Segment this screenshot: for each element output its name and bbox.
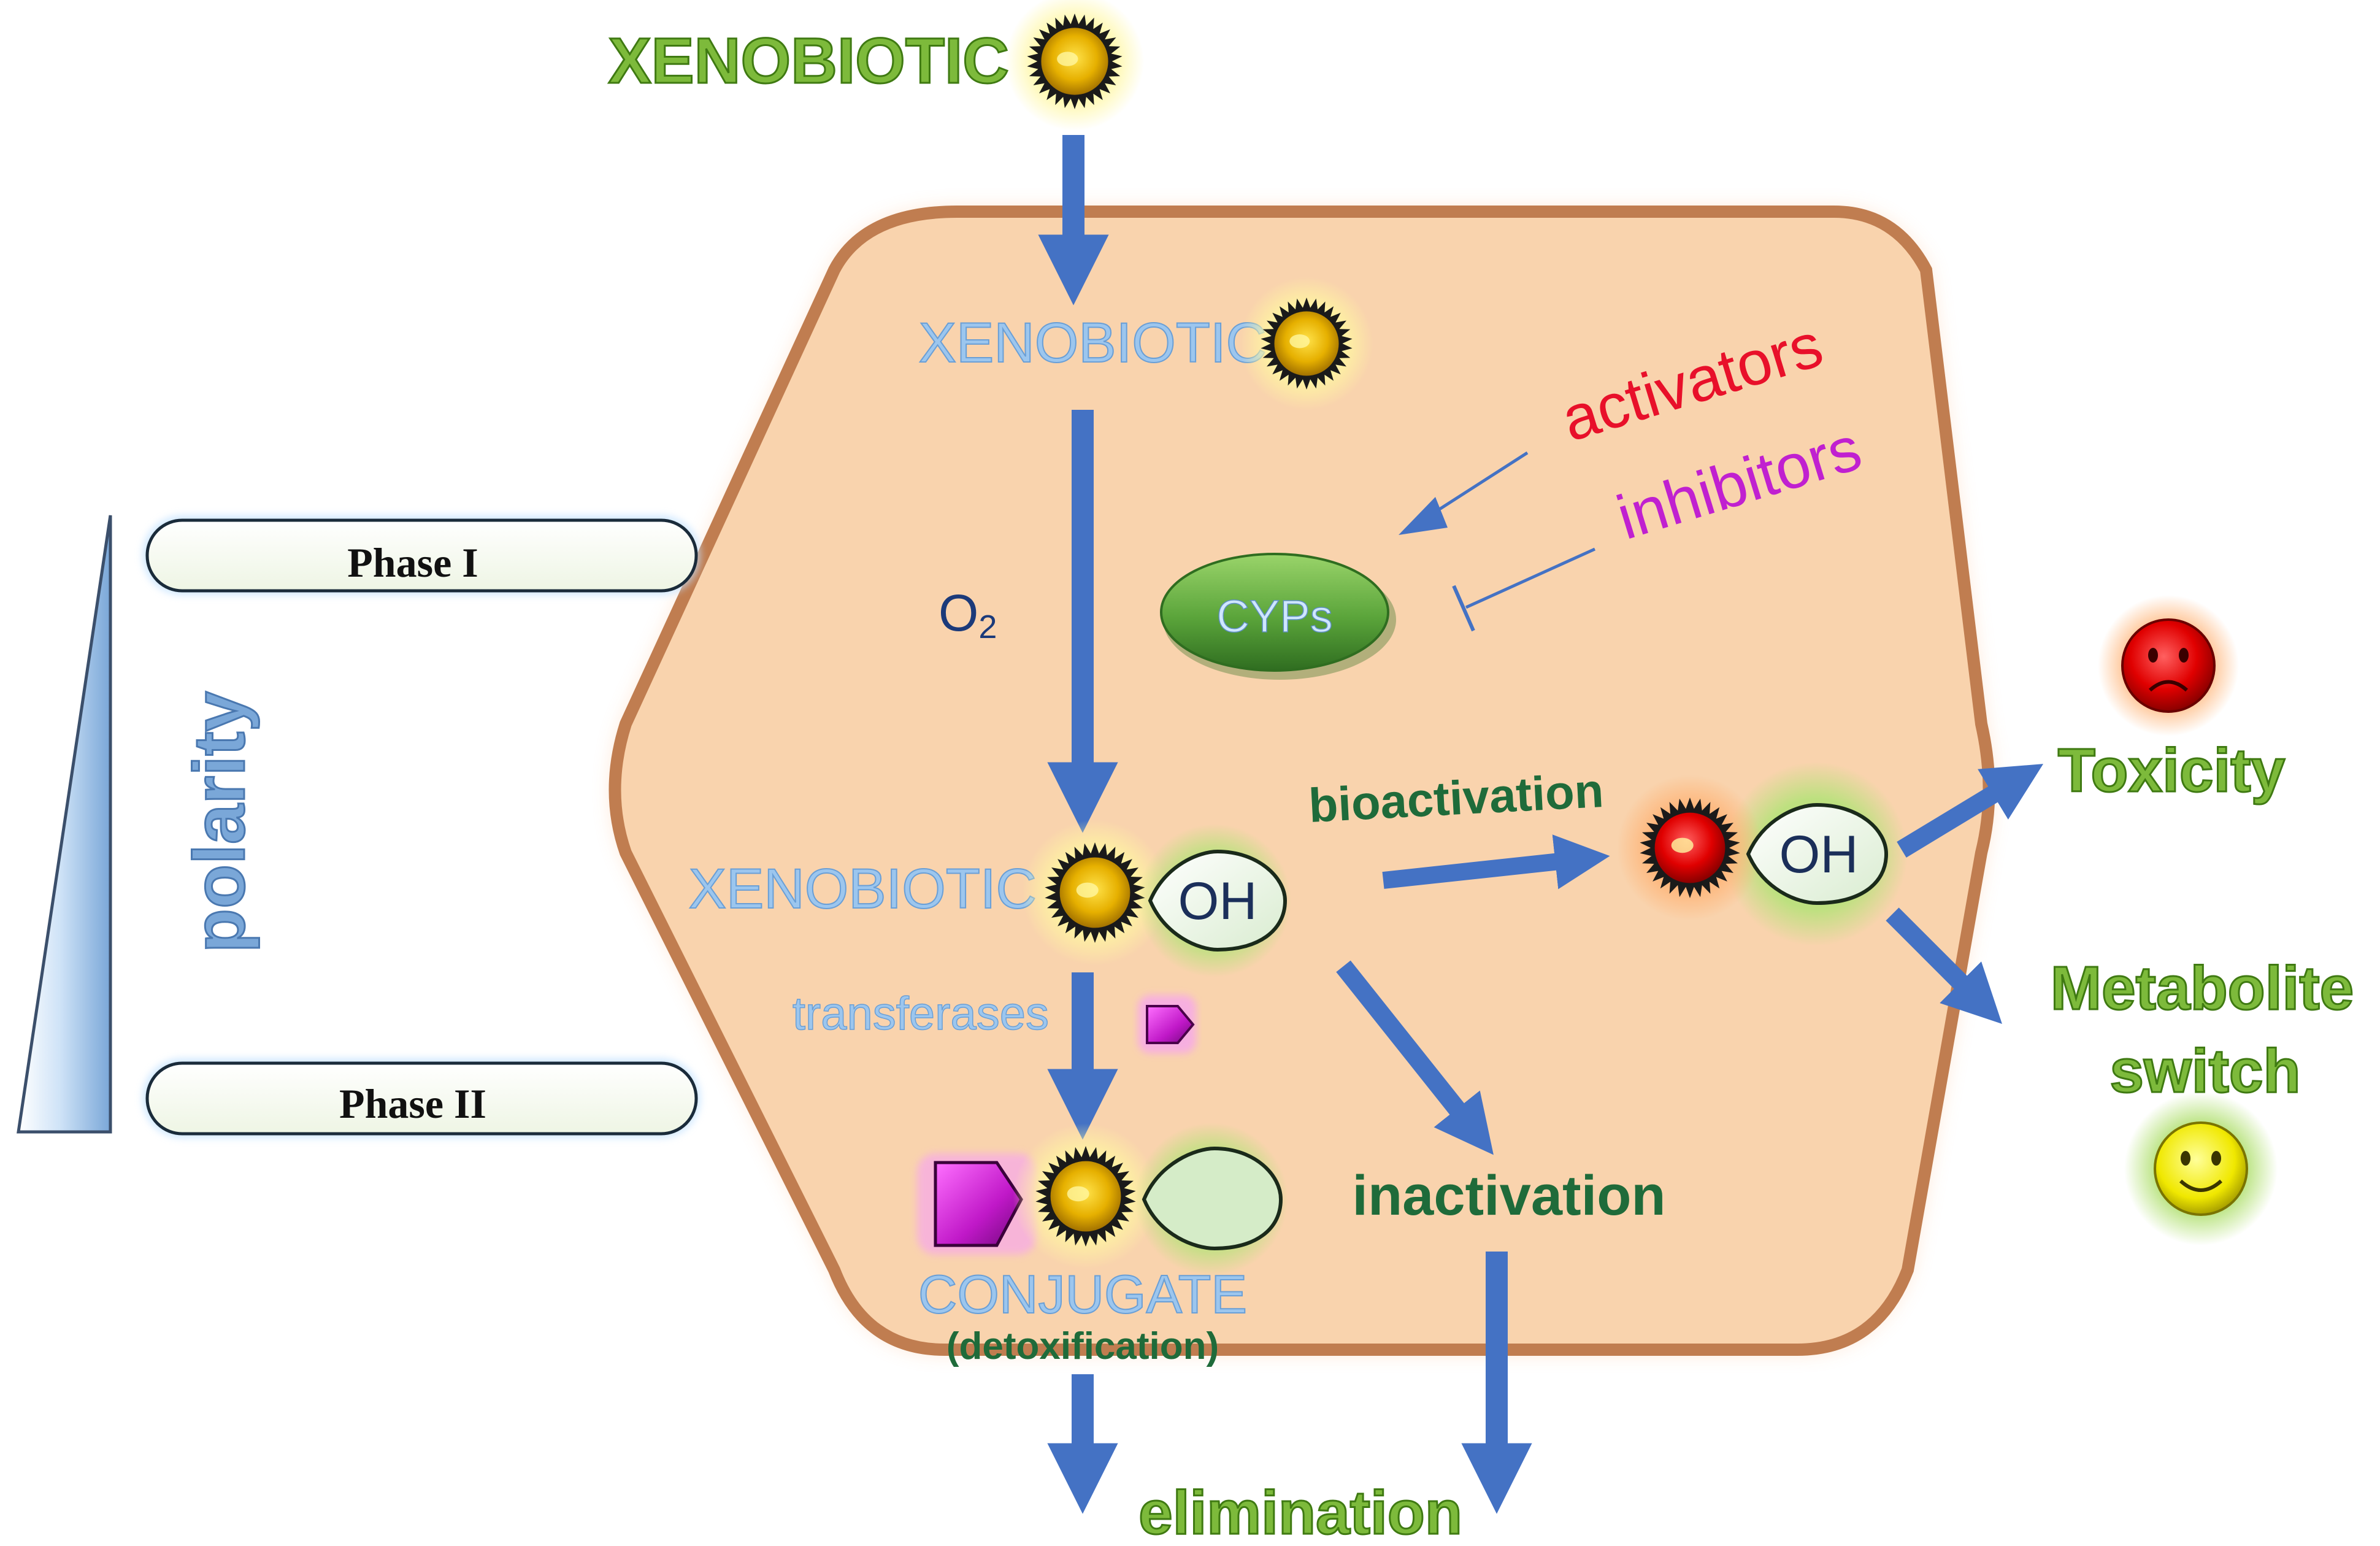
conjugate-sun-icon <box>1013 1123 1159 1269</box>
detoxification-label: (detoxification) <box>946 1325 1219 1367</box>
sad-face-icon <box>2098 595 2239 736</box>
molecule-highlight <box>1671 837 1694 853</box>
phase-2-box: Phase II <box>142 1058 701 1138</box>
inactivation-label: inactivation <box>1352 1164 1665 1227</box>
cyps-enzyme: CYPs <box>1160 553 1396 680</box>
oxygen-subscript: 2 <box>978 609 997 645</box>
oxygen-label: O2 <box>939 584 997 645</box>
phase-1-box: Phase I <box>142 515 701 595</box>
conjugate-drop <box>1135 1123 1288 1276</box>
inactivation-arrow <box>1336 960 1494 1155</box>
molecule-highlight <box>1067 1186 1089 1202</box>
xenobiotic-inside-sun-icon <box>1240 277 1373 410</box>
bioactivated-metabolite: OH <box>1617 762 1908 946</box>
elimination-label: elimination <box>1138 1479 1462 1546</box>
molecule-highlight <box>1057 52 1078 66</box>
conjugate-label: CONJUGATE <box>918 1264 1247 1325</box>
conjugating-group-small-icon <box>1138 995 1196 1053</box>
hydroxylated-xenobiotic-label: XENOBIOTIC <box>689 858 1037 920</box>
cyps-label: CYPs <box>1216 591 1332 642</box>
inhibitor-bar <box>1452 585 1475 632</box>
conjugating-group-large-icon <box>917 1153 1037 1255</box>
cell-membrane <box>608 206 1995 1356</box>
xenobiotic-sun-icon <box>1005 0 1145 131</box>
molecule-highlight <box>1289 334 1310 348</box>
inhibitor-line <box>1465 547 1596 609</box>
reactive-sun-icon <box>1617 775 1763 921</box>
hydroxylated-sun-icon <box>1022 820 1168 966</box>
switch-label: switch <box>2109 1037 2300 1106</box>
molecule-highlight <box>1076 882 1099 898</box>
polarity-gradient-wedge <box>17 515 112 1134</box>
bioactivated-hydroxyl-label: OH <box>1779 825 1859 884</box>
hydroxyl-drop: OH <box>1138 824 1291 977</box>
activator-arrowhead <box>1399 497 1448 535</box>
transferases-label: transferases <box>793 988 1049 1040</box>
phase-1-label: Phase I <box>347 539 478 586</box>
cell <box>608 206 1995 1356</box>
metabolite-label: Metabolite <box>2051 954 2354 1023</box>
bioactivation-arrow <box>1382 834 1610 890</box>
happy-face-icon <box>2124 1092 2278 1245</box>
toxicity-arrow <box>1897 764 2044 858</box>
xenobiotic-title: XENOBIOTIC <box>608 25 1009 97</box>
toxicity-label: Toxicity <box>2058 736 2286 805</box>
phase-2-label: Phase II <box>339 1080 486 1127</box>
xenobiotic-inside-label: XENOBIOTIC <box>919 312 1267 374</box>
hydroxyl-label: OH <box>1178 872 1257 931</box>
metabolite-switch-arrow <box>1886 907 2002 1024</box>
polarity-label: polarity <box>179 691 260 953</box>
